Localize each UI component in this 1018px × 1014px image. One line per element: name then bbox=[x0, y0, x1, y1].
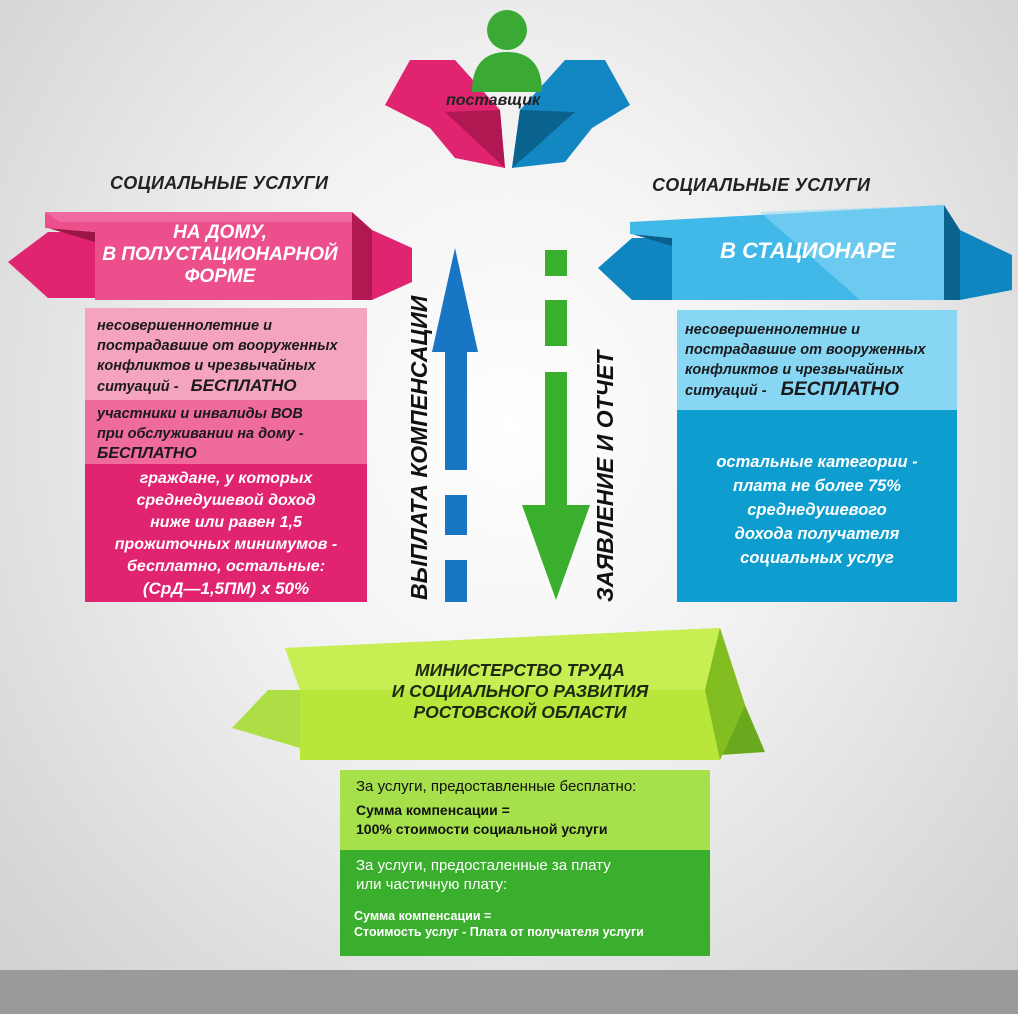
text-line: пострадавшие от вооруженных bbox=[97, 338, 338, 354]
text-line: конфликтов и чрезвычайных bbox=[97, 358, 316, 374]
supplier-label: поставщик bbox=[446, 92, 541, 109]
free-label: БЕСПЛАТНО bbox=[190, 376, 297, 395]
compensation-free-formula: Сумма компенсации = 100% стоимости социа… bbox=[356, 802, 608, 837]
down-arrow-head bbox=[522, 505, 590, 600]
ministry-line: И СОЦИАЛЬНОГО РАЗВИТИЯ bbox=[391, 681, 649, 701]
formula-text: (СрД—1,5ПМ) x 50% bbox=[142, 579, 310, 598]
compensation-paid-title: За услуги, предосталенные за плату или ч… bbox=[356, 857, 611, 893]
text-line: граждане, у которых bbox=[139, 470, 313, 487]
footer-bar bbox=[0, 970, 1018, 1014]
left-heading: СОЦИАЛЬНЫЕ УСЛУГИ bbox=[110, 173, 329, 193]
left-ribbon-line: В ПОЛУСТАЦИОНАРНОЙ bbox=[102, 244, 338, 265]
supplier-wing-left-fold bbox=[445, 110, 505, 168]
up-arrow-label: ВЫПЛАТА КОМПЕНСАЦИИ bbox=[406, 295, 432, 600]
ministry-ribbon bbox=[232, 628, 765, 760]
right-box-others: остальные категории - плата не более 75%… bbox=[677, 410, 957, 602]
down-arrow bbox=[522, 250, 590, 600]
right-ribbon bbox=[598, 205, 1012, 300]
left-ribbon-text: НА ДОМУ, В ПОЛУСТАЦИОНАРНОЙ ФОРМЕ bbox=[95, 222, 345, 288]
left-box-minors: несовершеннолетние и пострадавшие от воо… bbox=[85, 308, 367, 400]
right-heading: СОЦИАЛЬНЫЕ УСЛУГИ bbox=[652, 175, 871, 195]
compensation-free-box: За услуги, предоставленные бесплатно: Су… bbox=[340, 770, 710, 850]
ministry-line: РОСТОВСКОЙ ОБЛАСТИ bbox=[413, 702, 627, 722]
left-box-citizens: граждане, у которых среднедушевой доход … bbox=[85, 464, 367, 602]
text-line: ниже или равен 1,5 bbox=[150, 514, 302, 531]
left-ribbon-line: НА ДОМУ, bbox=[173, 222, 267, 243]
text-line: бесплатно, остальные: bbox=[126, 558, 326, 575]
text-line: ситуаций - БЕСПЛАТНО bbox=[97, 376, 297, 395]
text-line: социальных услуг bbox=[740, 549, 894, 567]
text-line: несовершеннолетние и bbox=[97, 318, 272, 334]
left-box-veterans: участники и инвалиды ВОВ при обслуживани… bbox=[85, 400, 367, 464]
compensation-paid-box: За услуги, предосталенные за плату или ч… bbox=[340, 850, 710, 956]
up-arrow-head bbox=[432, 248, 478, 352]
supplier-wing-right-fold bbox=[512, 110, 575, 168]
ministry-line: МИНИСТЕРСТВО ТРУДА bbox=[415, 660, 625, 680]
text-line: конфликтов и чрезвычайных bbox=[685, 362, 904, 378]
free-label: БЕСПЛАТНО bbox=[780, 379, 900, 400]
text-line: среднедушевого bbox=[747, 501, 887, 519]
text-line: ситуаций - БЕСПЛАТНО bbox=[685, 379, 900, 400]
person-body-icon bbox=[472, 52, 542, 92]
compensation-free-title: За услуги, предоставленные бесплатно: bbox=[356, 778, 637, 795]
left-ribbon bbox=[8, 212, 412, 300]
right-ribbon-text: В СТАЦИОНАРЕ bbox=[720, 238, 896, 263]
text-line: при обслуживании на дому - bbox=[97, 426, 304, 442]
text-line: дохода получателя bbox=[734, 525, 900, 543]
text-line: прожиточных минимумов - bbox=[114, 536, 338, 553]
free-label: БЕСПЛАТНО bbox=[97, 445, 197, 462]
supplier-group bbox=[385, 10, 630, 168]
down-arrow-label: ЗАЯВЛЕНИЕ И ОТЧЕТ bbox=[592, 350, 618, 602]
ministry-title: МИНИСТЕРСТВО ТРУДА И СОЦИАЛЬНОГО РАЗВИТИ… bbox=[300, 660, 740, 723]
up-arrow bbox=[432, 248, 478, 602]
text-line: плата не более 75% bbox=[733, 477, 901, 495]
right-box-minors: несовершеннолетние и пострадавшие от воо… bbox=[677, 310, 957, 410]
text-line: остальные категории - bbox=[716, 453, 918, 471]
compensation-paid-formula: Сумма компенсации = Стоимость услуг - Пл… bbox=[354, 909, 644, 939]
text-line: пострадавшие от вооруженных bbox=[685, 342, 926, 358]
person-head-icon bbox=[487, 10, 527, 50]
text-line: среднедушевой доход bbox=[136, 492, 316, 509]
text-line: участники и инвалиды ВОВ bbox=[97, 406, 303, 422]
left-ribbon-line: ФОРМЕ bbox=[184, 266, 256, 287]
text-line: несовершеннолетние и bbox=[685, 322, 860, 338]
